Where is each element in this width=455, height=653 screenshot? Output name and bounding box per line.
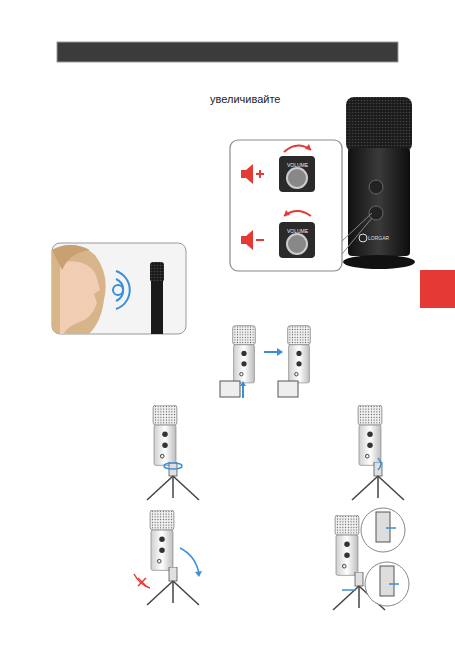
brand-logo: LORGAR bbox=[368, 236, 389, 241]
speaking-photo bbox=[52, 243, 186, 340]
body-text: увеличивайте bbox=[210, 94, 280, 105]
knob-label: VOLUME bbox=[287, 229, 308, 234]
microphone-drawing bbox=[343, 97, 415, 269]
section-tab bbox=[420, 270, 455, 308]
assembly-step bbox=[352, 405, 404, 500]
assembly-step bbox=[220, 326, 310, 398]
volume-inset bbox=[230, 140, 372, 271]
assembly-step bbox=[134, 510, 202, 605]
assembly-step bbox=[147, 405, 199, 500]
knob-label: VOLUME bbox=[287, 163, 308, 168]
header-bar bbox=[57, 42, 398, 62]
assembly-step bbox=[333, 508, 409, 610]
